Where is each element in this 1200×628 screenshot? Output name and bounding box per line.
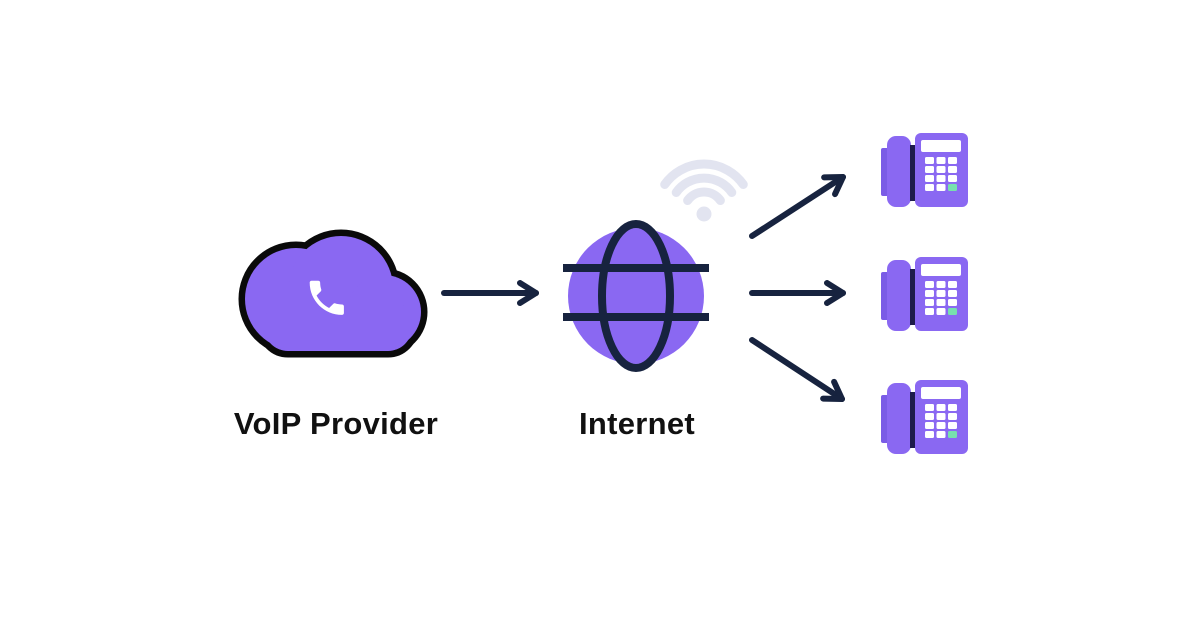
arrow-internet-to-phone-3 — [749, 337, 845, 402]
wifi-icon — [660, 159, 748, 222]
globe-icon — [563, 220, 709, 372]
phone-handset-glyph-icon — [309, 280, 344, 315]
desk-phone-icon-3 — [881, 380, 968, 454]
provider-label: VoIP Provider — [233, 406, 439, 441]
cloud-phone-icon — [238, 229, 428, 358]
arrow-internet-to-phone-1 — [749, 174, 846, 239]
desk-phone-icon-2 — [881, 257, 968, 331]
internet-label: Internet — [578, 406, 696, 441]
desk-phone-icon-1 — [881, 133, 968, 207]
